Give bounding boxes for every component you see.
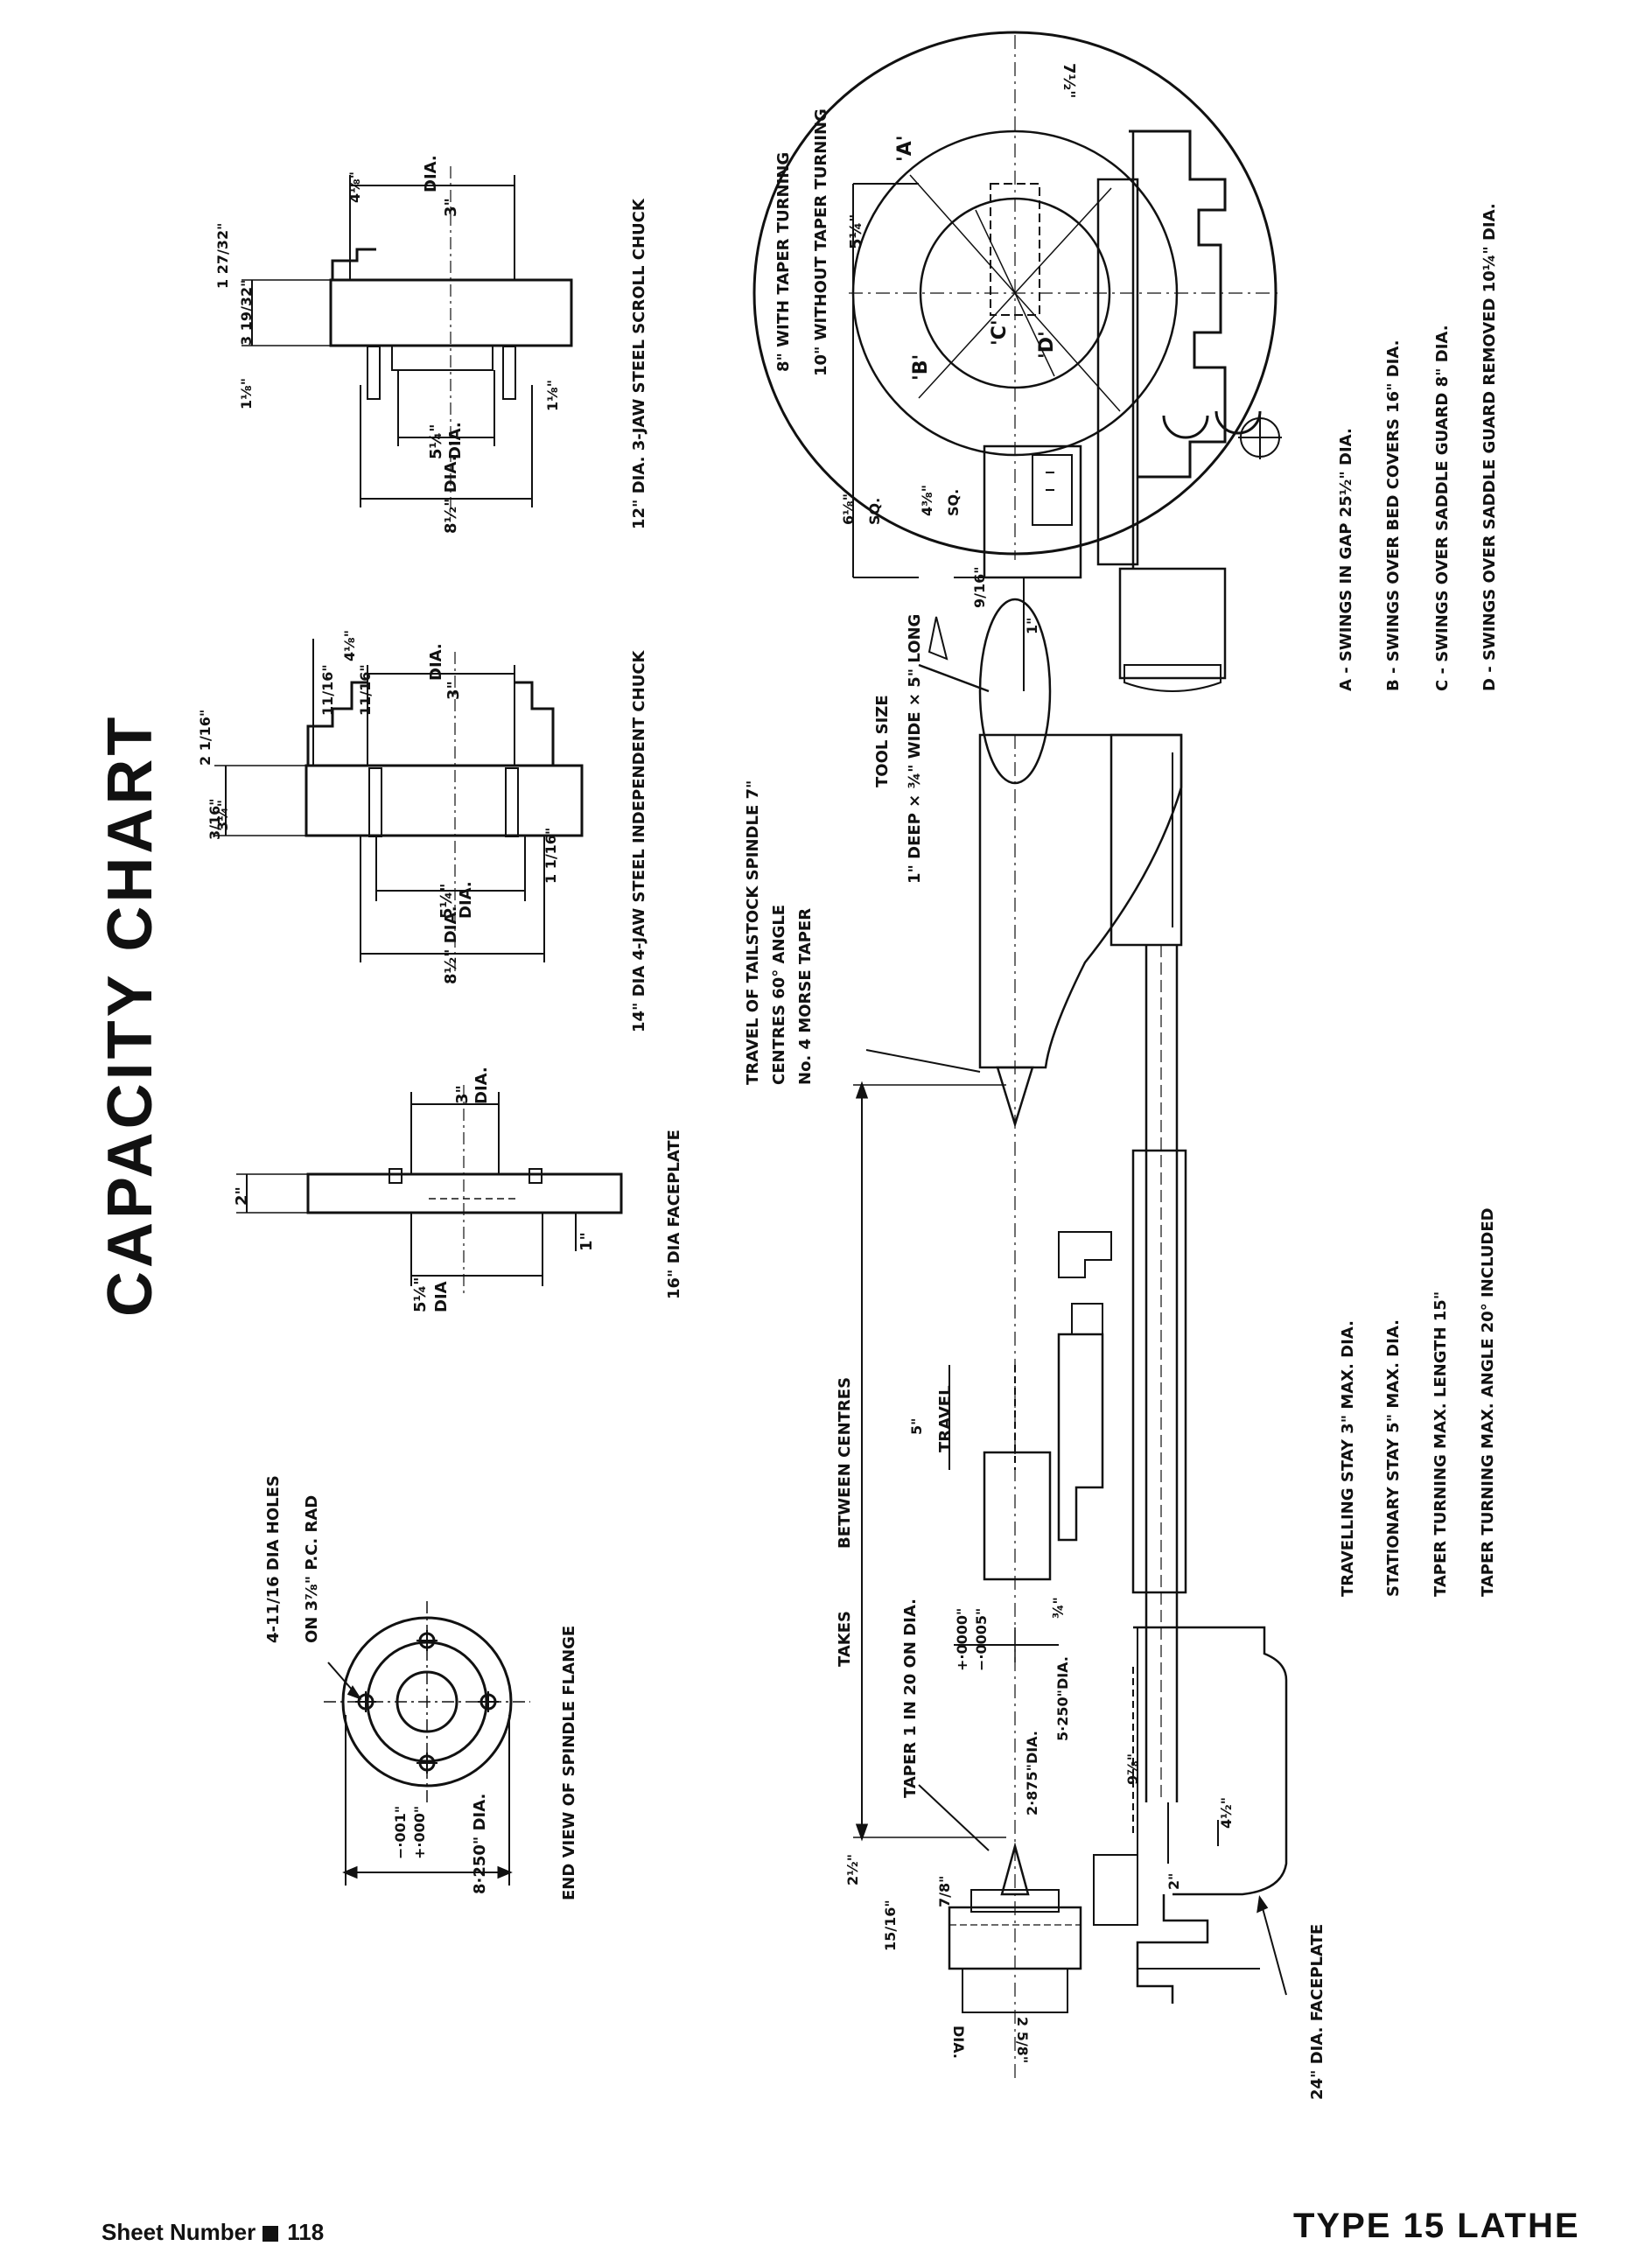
centres-angle-label: CENTRES 60° ANGLE bbox=[770, 904, 788, 1085]
c14-dim-8-half: 8½" DIA. bbox=[442, 906, 460, 984]
note-swing-c: C - SWINGS OVER SADDLE GUARD 8" DIA. bbox=[1433, 325, 1452, 691]
flange-caption: END VIEW OF SPINDLE FLANGE bbox=[560, 1625, 578, 1900]
dim-4-1-2: 4½" bbox=[1218, 1796, 1235, 1829]
c12-dim-1-1-8b: 1⅛" bbox=[544, 379, 561, 411]
fp16-dim-2: 2" bbox=[233, 1186, 251, 1206]
chuck-12-view bbox=[242, 166, 573, 516]
between-centres-label: BETWEEN CENTRES bbox=[836, 1376, 854, 1549]
fp16-dia: DIA. bbox=[472, 1067, 491, 1104]
page-title: CAPACITY CHART bbox=[95, 713, 165, 1317]
circle-label-d: 'D' bbox=[1036, 331, 1058, 359]
note-taper-length: TAPER TURNING MAX. LENGTH 15" bbox=[1432, 1291, 1450, 1597]
c14-dim-2-1-16: 2 1/16" bbox=[197, 709, 214, 766]
swing-with-taper-label: 8" WITH TAPER TURNING bbox=[774, 151, 793, 372]
sheet-number-label: Sheet Number bbox=[102, 2219, 256, 2245]
tool-dims-label: 1" DEEP × ¾" WIDE × 5" LONG bbox=[906, 613, 924, 884]
c12-dia-2: DIA. bbox=[446, 422, 465, 459]
note-stationary-stay: STATIONARY STAY 5" MAX. DIA. bbox=[1384, 1319, 1403, 1597]
taper-tol-plus: +·0000" bbox=[954, 1607, 970, 1671]
tool-sq-2: SQ. bbox=[945, 488, 962, 516]
flange-holes-label-2: ON 3⅞" P.C. RAD bbox=[303, 1494, 321, 1643]
c12-dim-3: 3" bbox=[442, 198, 460, 217]
c12-dia: DIA. bbox=[422, 155, 440, 192]
fp16-dim-1: 1" bbox=[578, 1232, 596, 1251]
c12-dim-1-1-8: 1⅛" bbox=[238, 377, 255, 409]
swing-without-taper-label: 10" WITHOUT TAPER TURNING bbox=[812, 108, 830, 376]
faceplate-24-label: 24" DIA. FACEPLATE bbox=[1308, 1923, 1326, 2100]
c12-caption: 12" DIA. 3-JAW STEEL SCROLL CHUCK bbox=[630, 199, 648, 529]
dim-2: 2" bbox=[1166, 1872, 1182, 1890]
note-swing-d: D - SWINGS OVER SADDLE GUARD REMOVED 10¼… bbox=[1480, 203, 1499, 691]
dim-1: 1" bbox=[1024, 617, 1040, 634]
c14-caption: 14" DIA 4-JAW STEEL INDEPENDENT CHUCK bbox=[630, 650, 648, 1032]
flange-holes-label-1: 4-11/16 DIA HOLES bbox=[264, 1475, 283, 1643]
c14-dim-4-1-8: 4⅛" bbox=[341, 629, 358, 661]
tool-sq: SQ. bbox=[866, 497, 883, 525]
dim-5-4-label: 5¼" bbox=[847, 213, 865, 249]
circle-label-b: 'B' bbox=[910, 353, 932, 381]
fp16-dia-2: DIA bbox=[432, 1281, 451, 1312]
dim-9-16: 9/16" bbox=[971, 566, 988, 608]
dim-7-half-label: 7½" bbox=[1060, 63, 1078, 99]
note-swing-b: B - SWINGS OVER BED COVERS 16" DIA. bbox=[1384, 339, 1403, 691]
flange-dia-label: 8·250" DIA. bbox=[471, 1793, 489, 1894]
dia-5-250: 5·250"DIA. bbox=[1054, 1656, 1071, 1741]
model-name: TYPE 15 LATHE bbox=[1293, 2207, 1580, 2245]
takes-label: TAKES bbox=[836, 1610, 854, 1667]
note-swing-a: A - SWINGS IN GAP 25½" DIA. bbox=[1337, 428, 1355, 691]
flange-tol-plus: +·000" bbox=[411, 1805, 428, 1859]
c14-dia: DIA. bbox=[427, 643, 445, 681]
travel-5-label: 5" bbox=[908, 1417, 925, 1435]
circle-label-a: 'A' bbox=[894, 135, 916, 163]
dim-9-7-8: 9⅞" bbox=[1124, 1753, 1141, 1785]
tailstock-travel-label: TRAVEL OF TAILSTOCK SPINDLE 7" bbox=[744, 780, 762, 1085]
c12-dim-3-19-32: 3 19/32" bbox=[238, 279, 255, 346]
note-travelling-stay: TRAVELLING STAY 3" MAX. DIA. bbox=[1339, 1320, 1357, 1597]
c12-dim-4-1-8: 4⅛" bbox=[346, 171, 363, 203]
fp16-dim-3: 3" bbox=[453, 1085, 472, 1104]
tool-sq-6: 6⅛" bbox=[840, 493, 857, 525]
tool-sq-4: 4⅜" bbox=[919, 484, 935, 516]
faceplate-16-view bbox=[236, 1085, 623, 1295]
c14-dim-1-1-16: 1 1/16" bbox=[542, 827, 559, 884]
chuck-14-view bbox=[214, 639, 584, 971]
note-taper-angle: TAPER TURNING MAX. ANGLE 20° INCLUDED bbox=[1479, 1207, 1497, 1597]
tool-size-label: TOOL SIZE bbox=[873, 695, 892, 787]
taper-label: TAPER 1 IN 20 ON DIA. bbox=[901, 1599, 920, 1798]
dim-3-4: ¾" bbox=[1050, 1597, 1067, 1619]
c12-dim-5-4: 5¼" bbox=[427, 423, 445, 459]
taper-tol-minus: −·0005" bbox=[973, 1607, 990, 1671]
dim-2-half: 2½" bbox=[844, 1853, 861, 1886]
morse-taper-label: No. 4 MORSE TAPER bbox=[796, 907, 815, 1085]
c14-dim-11a: 11/16" bbox=[319, 664, 336, 716]
c12-dim-8-half: 8½" DIA. bbox=[442, 455, 460, 534]
fp16-dim-5: 5¼" bbox=[411, 1277, 430, 1312]
c14-dim-11b: 11/16" bbox=[357, 664, 374, 716]
c14-dim-3-4: 3¼" bbox=[214, 799, 231, 831]
spindle-flange-view bbox=[324, 1601, 530, 1886]
dim-7-8: 7/8" bbox=[936, 1875, 953, 1907]
square-bullet-icon bbox=[262, 2226, 279, 2242]
dia-2-875: 2·875"DIA. bbox=[1024, 1731, 1040, 1816]
flange-tol-minus: −·001" bbox=[392, 1805, 409, 1859]
sheet-number: Sheet Number 118 bbox=[102, 2219, 324, 2246]
fp16-caption: 16" DIA FACEPLATE bbox=[665, 1130, 683, 1299]
sheet-number-value: 118 bbox=[287, 2219, 325, 2245]
c14-dim-3: 3" bbox=[444, 681, 463, 700]
c12-dim-1-27-32: 1 27/32" bbox=[214, 222, 231, 289]
dia-2-5-8-label: DIA. bbox=[950, 2026, 967, 2059]
dim-2-5-8: 2 5/8" bbox=[1014, 2017, 1031, 2064]
circle-label-c: 'C' bbox=[989, 319, 1011, 346]
lathe-elevation-view bbox=[752, 31, 1288, 2082]
dim-15-16: 15/16" bbox=[882, 1900, 899, 1951]
travel-label: TRAVEL bbox=[936, 1385, 955, 1452]
